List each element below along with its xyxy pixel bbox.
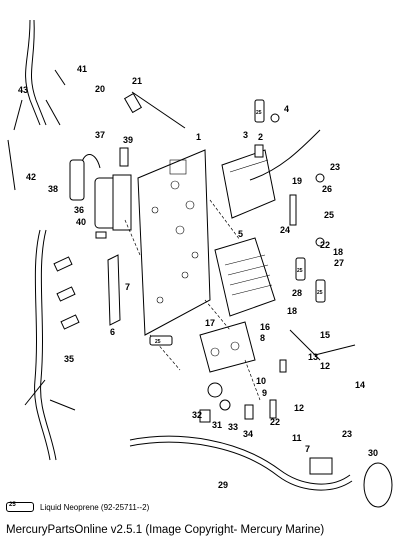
neoprene-tube-icon: 25 [295, 257, 306, 281]
callout-38: 38 [48, 184, 58, 194]
svg-text:25: 25 [155, 339, 161, 345]
callout-23b: 23 [342, 429, 352, 439]
callout-25: 25 [324, 210, 334, 220]
callout-34: 34 [243, 429, 253, 439]
callout-5: 5 [238, 229, 243, 239]
callout-24: 24 [280, 225, 290, 235]
legend: 25 Liquid Neoprene (92-25711--2) [6, 500, 149, 514]
callout-17: 17 [205, 318, 215, 328]
callout-14: 14 [355, 380, 365, 390]
legend-tube-number: 25 [9, 502, 16, 508]
callout-4: 4 [284, 104, 289, 114]
callout-32: 32 [192, 410, 202, 420]
callout-31: 31 [212, 420, 222, 430]
lower-harness [129, 435, 393, 508]
callout-13: 13 [308, 352, 318, 362]
callout-37: 37 [95, 130, 105, 140]
callout-28: 28 [292, 288, 302, 298]
neoprene-tube-icon: 25 [315, 279, 326, 303]
callout-40: 40 [76, 217, 86, 227]
callout-11: 11 [292, 433, 302, 443]
callout-18: 18 [333, 247, 343, 257]
svg-text:25: 25 [256, 110, 262, 116]
parts-exploded-diagram: 25 25 25 25 1 2 3 4 5 6 7 7 8 [7, 19, 393, 508]
callout-42: 42 [26, 172, 36, 182]
rectifier-assembly [214, 237, 276, 317]
callout-labels: 1 2 3 4 5 6 7 7 8 9 10 11 12 12 13 14 15… [18, 64, 378, 490]
callout-36: 36 [74, 205, 84, 215]
callout-29: 29 [218, 480, 228, 490]
callout-22b: 22 [270, 417, 280, 427]
callout-19: 19 [292, 176, 302, 186]
terminal-block [199, 321, 256, 373]
neoprene-tube-icon: 25 [6, 502, 34, 512]
lead-wire [7, 139, 16, 191]
callout-20: 20 [95, 84, 105, 94]
callout-41: 41 [77, 64, 87, 74]
callout-2: 2 [258, 132, 263, 142]
callout-12: 12 [320, 361, 330, 371]
neoprene-tube-icon: 25 [254, 99, 265, 123]
main-harness [24, 229, 80, 461]
callout-7: 7 [125, 282, 130, 292]
callout-15: 15 [320, 330, 330, 340]
callout-39: 39 [123, 135, 133, 145]
callout-30: 30 [368, 448, 378, 458]
callout-21: 21 [132, 76, 142, 86]
cable-bracket [107, 254, 121, 326]
wire-bundle-25 [249, 129, 321, 181]
callout-26: 26 [322, 184, 332, 194]
callout-12b: 12 [294, 403, 304, 413]
switch-box-module [221, 149, 276, 219]
callout-1: 1 [196, 132, 201, 142]
callout-8: 8 [260, 333, 265, 343]
callout-16: 16 [260, 322, 270, 332]
cable-21 [131, 91, 186, 129]
callout-35: 35 [64, 354, 74, 364]
callout-43: 43 [18, 85, 28, 95]
callout-27: 27 [334, 258, 344, 268]
callout-22: 22 [320, 240, 330, 250]
copyright-caption: MercuryPartsOnline v2.5.1 (Image Copyrig… [6, 524, 325, 536]
upper-harness [13, 19, 66, 131]
mounting-plate [137, 149, 211, 336]
fasteners [95, 92, 325, 423]
callout-10: 10 [256, 376, 266, 386]
legend-text: Liquid Neoprene (92-25711--2) [40, 502, 150, 512]
callout-3: 3 [243, 130, 248, 140]
callout-23: 23 [330, 162, 340, 172]
callout-9: 9 [262, 388, 267, 398]
callout-18b: 18 [287, 306, 297, 316]
callout-7b: 7 [305, 444, 310, 454]
callout-6: 6 [110, 327, 115, 337]
ignition-coil [69, 154, 132, 231]
neoprene-tube-icon: 25 [149, 335, 173, 346]
lead-14 [314, 344, 356, 356]
svg-text:25: 25 [297, 268, 303, 274]
svg-text:25: 25 [317, 290, 323, 296]
callout-33: 33 [228, 422, 238, 432]
